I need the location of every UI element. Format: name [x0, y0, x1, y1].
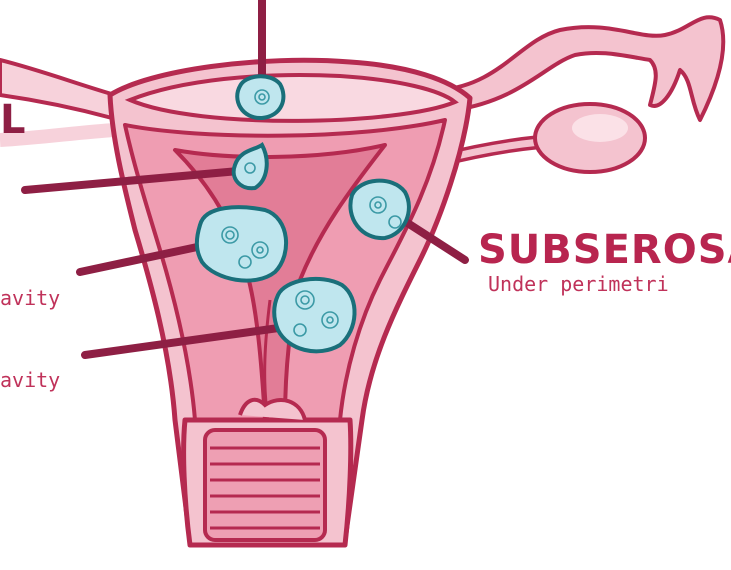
- label-cavity-2: avity: [0, 370, 60, 390]
- label-left-letter: L: [0, 100, 27, 140]
- fibroid-subserosal: [350, 181, 409, 238]
- fibroid-intramural: [197, 207, 286, 280]
- label-cavity-1: avity: [0, 288, 60, 308]
- vaginal-canal: [205, 430, 325, 540]
- fibroid-submucosal: [274, 279, 354, 351]
- fibroid-fundal: [237, 76, 283, 118]
- label-subserosal-sub: Under perimetri: [488, 274, 669, 294]
- label-subserosal-title: SUBSEROSA: [478, 230, 731, 270]
